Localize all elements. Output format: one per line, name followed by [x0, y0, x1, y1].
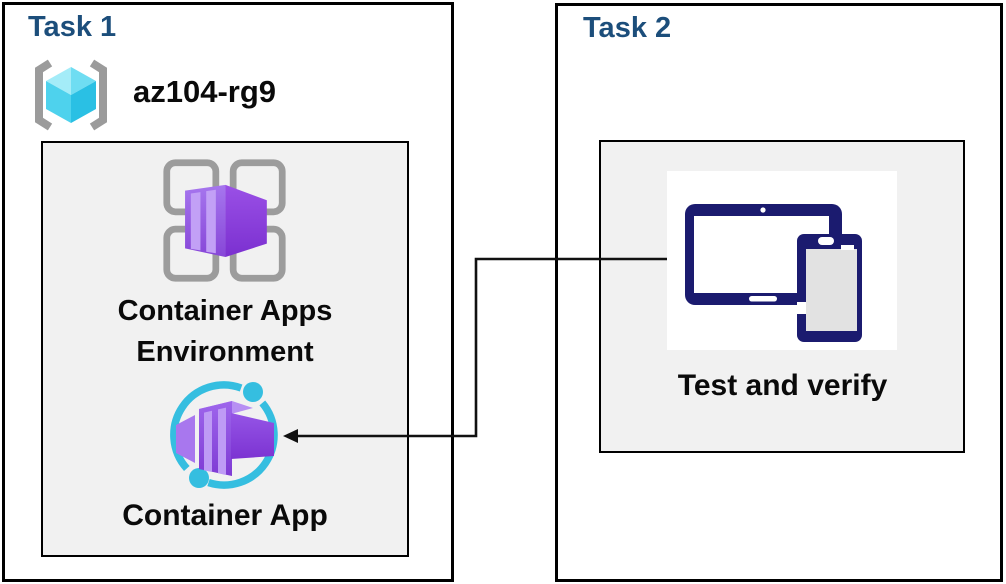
- bracket-left-icon: [35, 59, 53, 131]
- task1-title: Task 1: [28, 11, 117, 43]
- camera-dot-icon: [760, 207, 766, 213]
- home-button-icon: [749, 296, 777, 302]
- container-app-icon: [170, 381, 278, 489]
- container-cube-icon: [185, 184, 267, 258]
- devices-icon: [685, 204, 862, 342]
- container-app-label: Container App: [122, 499, 328, 532]
- container-cube-icon: [176, 401, 274, 476]
- test-and-verify-label: Test and verify: [677, 369, 888, 402]
- resource-group-name: az104-rg9: [133, 74, 277, 109]
- phone-icon: [797, 234, 862, 342]
- task2-title: Task 2: [583, 12, 672, 44]
- container-apps-environment-label: Container Apps Environment: [117, 295, 333, 368]
- orbit-node-icon: [189, 468, 209, 488]
- bracket-right-icon: [89, 59, 107, 131]
- resource-group-icon: [35, 59, 107, 131]
- device-backdrop: [667, 171, 897, 350]
- container-apps-environment-icon: [163, 159, 286, 282]
- cube-icon: [46, 67, 96, 123]
- speaker-slot-icon: [818, 237, 834, 245]
- orbit-node-icon: [243, 382, 263, 402]
